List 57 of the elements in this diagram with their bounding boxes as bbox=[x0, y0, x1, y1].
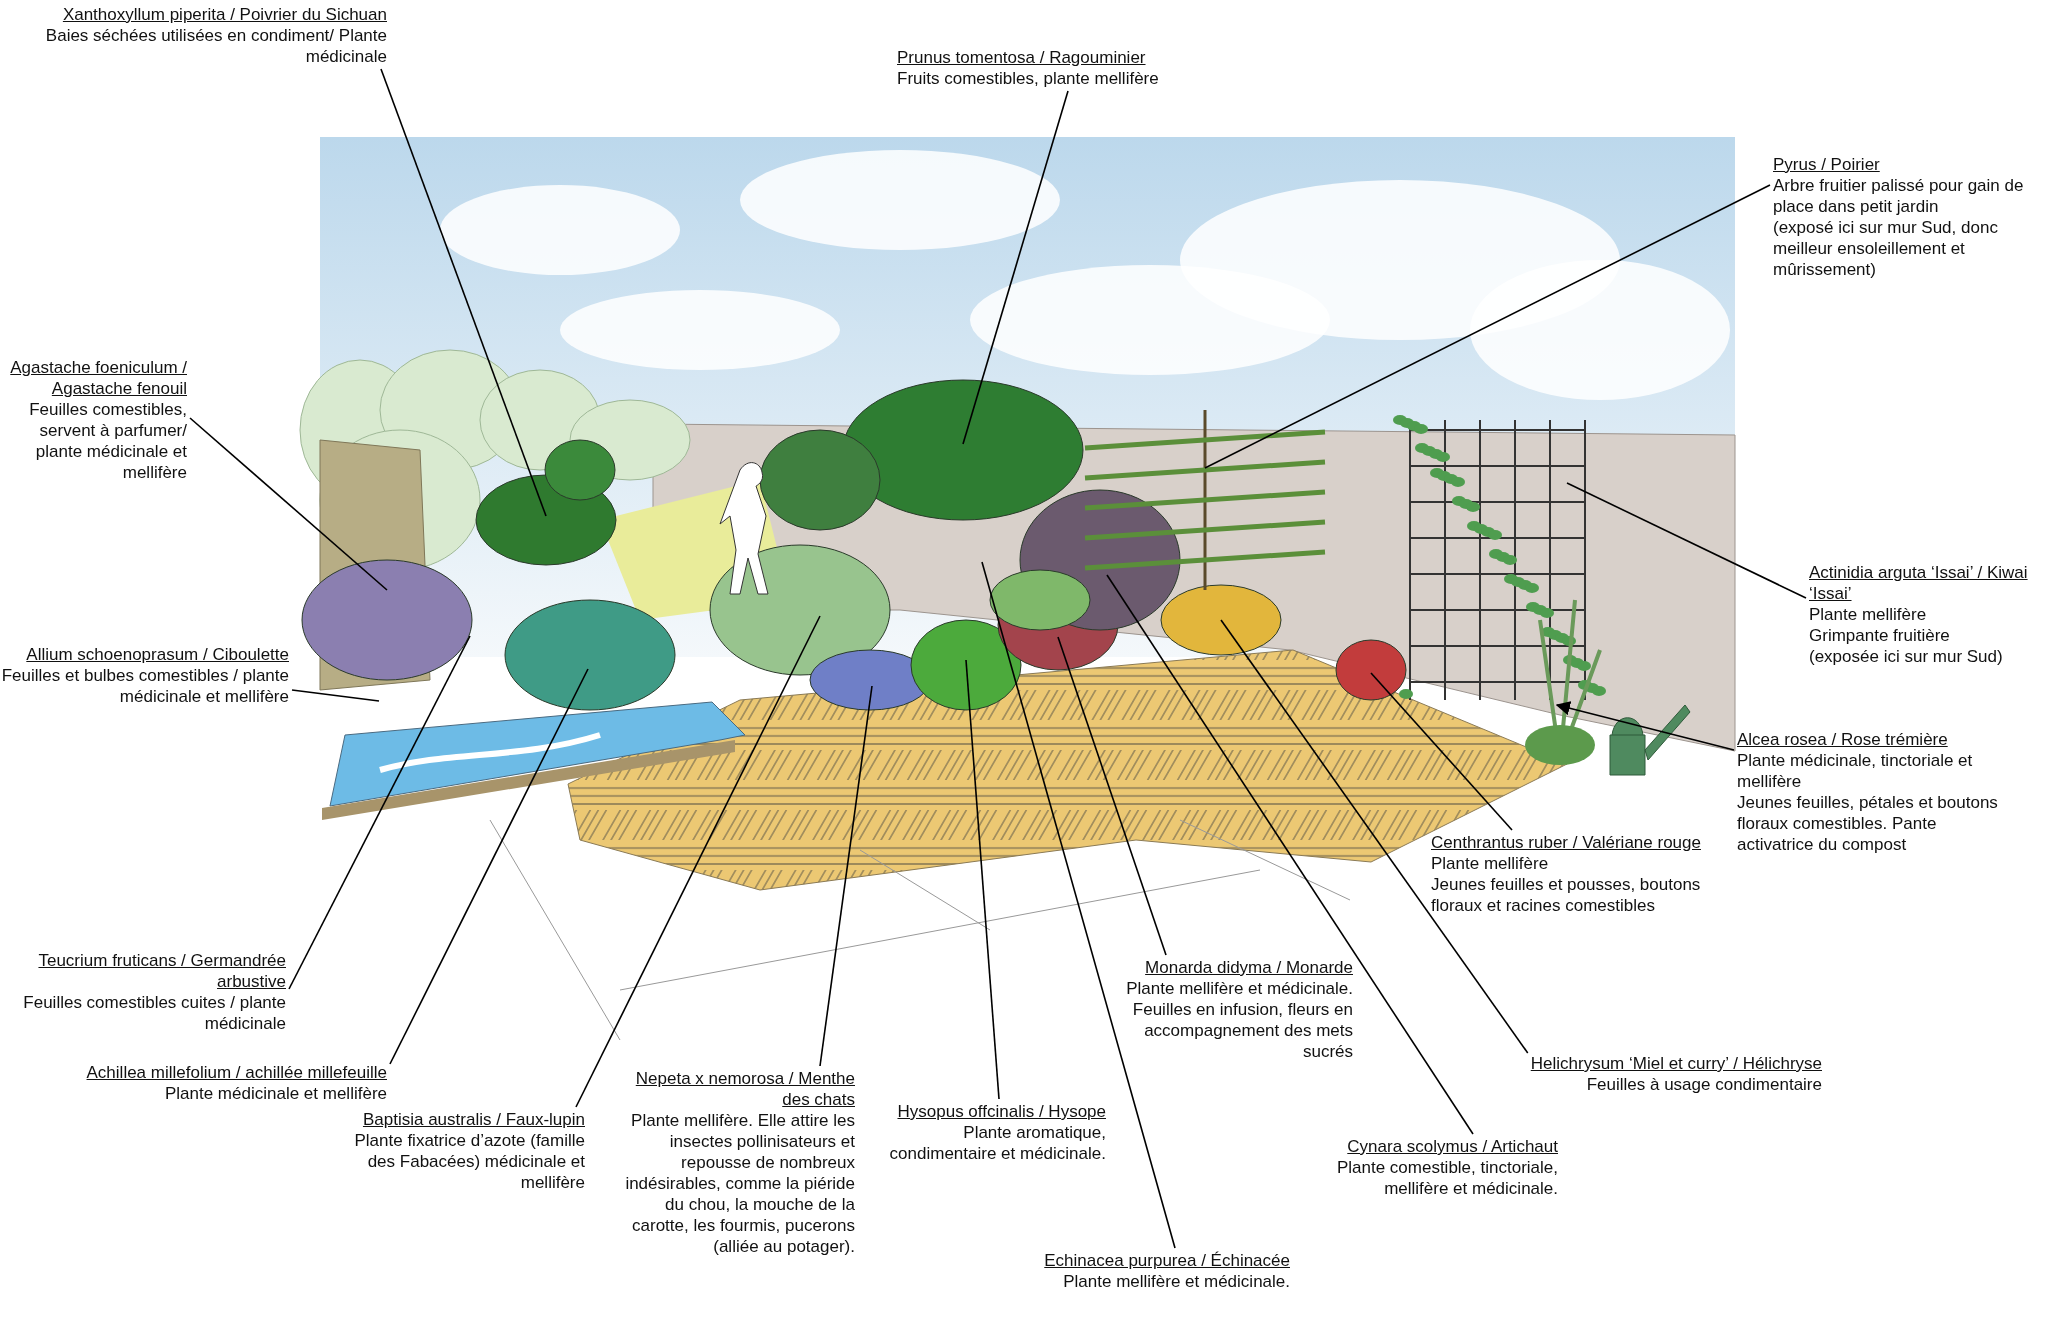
plant-description: Jeunes feuilles, pétales et boutons floraux comestibles. Pante activatrice du compost bbox=[1737, 792, 1999, 855]
plant-name: Baptisia australis / Faux-lupin bbox=[361, 1109, 585, 1130]
plant-description: Grimpante fruitière bbox=[1809, 625, 1951, 646]
leader-line bbox=[965, 659, 1000, 1100]
plant-name: Nepeta x nemorosa / Menthe des chats bbox=[634, 1068, 855, 1110]
plant-description: Plante fixatrice d’azote (famille des Fabacées) médicinale et mellifère bbox=[353, 1130, 585, 1193]
plant-name: Alcea rosea / Rose trémière bbox=[1737, 729, 1949, 750]
plant-name: Actinidia arguta ‘Issai’ / Kiwai ‘Issai’ bbox=[1809, 562, 2029, 604]
plant-name: Achillea millefolium / achillée millefeuille bbox=[85, 1062, 387, 1083]
plant-description: Plante mellifère bbox=[1431, 853, 1550, 874]
plant-name: Cynara scolymus / Artichaut bbox=[1346, 1136, 1558, 1157]
plant-name: Prunus tomentosa / Ragouminier bbox=[897, 47, 1147, 68]
leader-line bbox=[981, 561, 1176, 1249]
plant-description: Arbre fruitier palissé pour gain de place dans petit jardin bbox=[1773, 175, 2025, 217]
plant-description: Plante médicinale et mellifère bbox=[163, 1083, 387, 1104]
plant-name: Allium schoenoprasum / Ciboulette bbox=[25, 644, 289, 665]
leader-line bbox=[1106, 574, 1474, 1135]
plant-description: Feuilles et bulbes comestibles / plante médicinale et mellifère bbox=[0, 665, 289, 707]
plant-description: Plante aromatique, condimentaire et médicinale. bbox=[888, 1122, 1106, 1164]
leader-line bbox=[189, 417, 388, 591]
plant-description: Baies séchées utilisées en condiment/ Plante médicinale bbox=[44, 25, 387, 67]
plant-description: Plante mellifère bbox=[1809, 604, 1928, 625]
leader-line bbox=[819, 685, 873, 1067]
leader-line bbox=[575, 615, 821, 1108]
plant-name: Monarda didyma / Monarde bbox=[1144, 957, 1353, 978]
plant-name: Teucrium fruticans / Germandrée arbustive bbox=[37, 950, 286, 992]
plant-description: Fruits comestibles, plante mellifère bbox=[897, 68, 1160, 89]
plant-name: Xanthoxyllum piperita / Poivrier du Sichuan bbox=[61, 4, 387, 25]
plant-description: (exposée ici sur mur Sud) bbox=[1809, 646, 2004, 667]
plant-description: Feuilles comestibles, servent à parfumer/ plante médicinale et mellifère bbox=[28, 399, 187, 483]
plant-description: Plante mellifère et médicinale. bbox=[1125, 978, 1353, 999]
leader-line bbox=[380, 68, 547, 517]
plant-name: Helichrysum ‘Miel et curry’ / Hélichryse bbox=[1529, 1053, 1822, 1074]
plant-description: Plante mellifère. Elle attire les insectes pollinisateurs et repousse de nombreux indésirables, comme la piéride du chou, la mouche de la carotte, les fourmis, pucerons (alliée au potager). bbox=[624, 1110, 855, 1257]
plant-name: Hysopus offcinalis / Hysope bbox=[896, 1101, 1106, 1122]
plant-name: Pyrus / Poirier bbox=[1773, 154, 1881, 175]
plant-name: Echinacea purpurea / Échinacée bbox=[1043, 1250, 1290, 1271]
plant-name: Centhrantus ruber / Valériane rouge bbox=[1431, 832, 1702, 853]
leader-line bbox=[1220, 619, 1529, 1054]
leader-line bbox=[288, 635, 471, 990]
plant-description: Feuilles en infusion, fleurs en accompagnement des mets sucrés bbox=[1131, 999, 1353, 1062]
plant-description: Feuilles à usage condimentaire bbox=[1585, 1074, 1822, 1095]
leader-line bbox=[291, 689, 380, 702]
leader-line bbox=[1370, 672, 1513, 831]
leader-line bbox=[1555, 701, 1735, 751]
leader-line bbox=[1566, 482, 1807, 599]
leader-line bbox=[1057, 636, 1167, 956]
plant-description: Jeunes feuilles et pousses, boutons floraux et racines comestibles bbox=[1431, 874, 1702, 916]
plant-name: Agastache foeniculum / Agastache fenouil bbox=[9, 357, 187, 399]
plant-description: Plante médicinale, tinctoriale et mellifère bbox=[1737, 750, 1974, 792]
leader-line bbox=[962, 90, 1069, 445]
leader-line bbox=[389, 668, 589, 1065]
leader-line bbox=[1204, 184, 1771, 469]
plant-description: Plante mellifère et médicinale. bbox=[1062, 1271, 1290, 1292]
plant-description: (exposé ici sur mur Sud, donc meilleur ensoleillement et mûrissement) bbox=[1773, 217, 1999, 280]
plant-description: Plante comestible, tinctoriale, mellifère et médicinale. bbox=[1335, 1157, 1558, 1199]
plant-description: Feuilles comestibles cuites / plante médicinale bbox=[22, 992, 286, 1034]
